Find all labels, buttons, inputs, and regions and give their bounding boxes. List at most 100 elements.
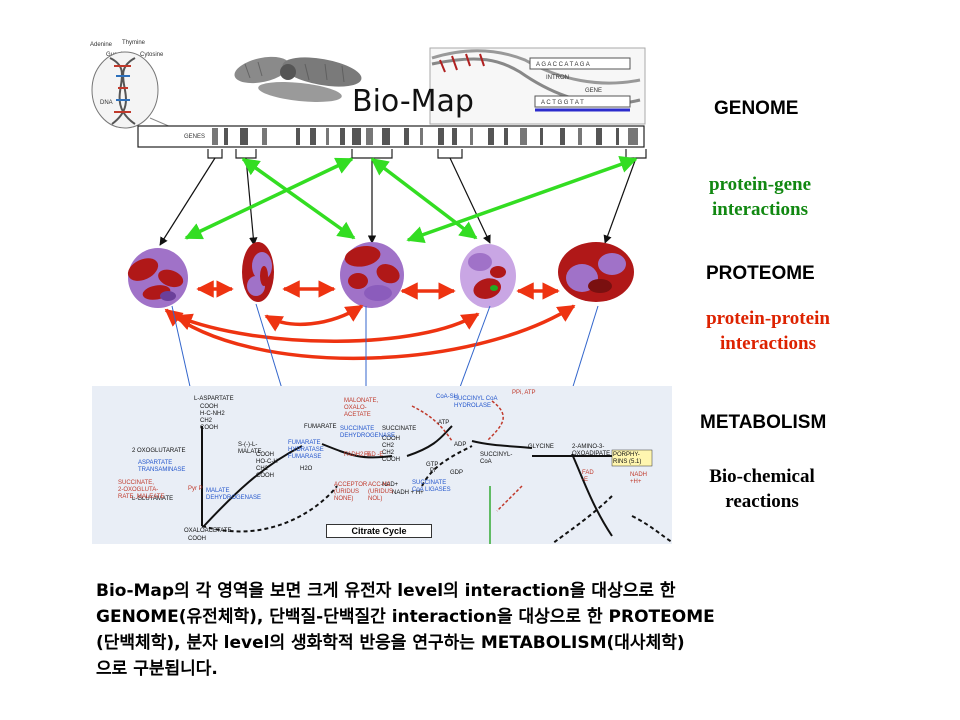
pathway-label-blue: CoA-SH — [436, 394, 459, 400]
genome-segment — [404, 128, 409, 145]
pathway-label-black: SUCCINATE — [382, 426, 417, 432]
genome-segment — [366, 128, 373, 145]
genome-segment — [262, 128, 267, 145]
pathway-label-black: OXALOACETATE — [184, 528, 232, 534]
genome-segment — [212, 128, 218, 145]
genome-segment — [596, 128, 602, 145]
genome-segment — [240, 128, 248, 145]
dna-base-label-1: Adenine — [90, 42, 113, 48]
biochemical-label: Bio-chemical reactions — [692, 464, 832, 514]
caption-line-3: (단백체학), 분자 level의 생화학적 반응을 연구하는 METABOLI… — [96, 633, 685, 653]
genes-label: GENES — [184, 134, 205, 140]
protein-protein-label: protein-protein interactions — [688, 306, 848, 356]
pathway-label-black: FUMARATE — [304, 424, 337, 430]
pathway-label-black: COOH H-C-NH2 CH2 COOH — [200, 404, 225, 431]
protein-protein-label-line-2: interactions — [719, 333, 817, 354]
pathway-label-red: Pyr P — [188, 486, 203, 492]
genome-segment — [352, 128, 361, 145]
metabolism-label: METABOLISM — [700, 412, 827, 433]
caption-line-2: GENOME(유전체학), 단백질-단백질간 interaction을 대상으로… — [96, 607, 715, 627]
genome-segment — [382, 128, 390, 145]
protein-3 — [340, 242, 404, 308]
pathway-label-black: ADP — [454, 442, 467, 448]
pathway-label-black: NAD+ — [382, 482, 399, 488]
genome-label: GENOME — [714, 98, 799, 119]
genome-segment — [296, 128, 300, 145]
genome-segment — [520, 128, 527, 145]
pathway-label-black: L-GLUTAMATE — [132, 496, 174, 502]
pathway-label-black: COOH — [188, 536, 206, 542]
protein-1 — [127, 248, 188, 308]
pathway-label-red: FAD -E — [582, 470, 594, 483]
pathway-label-black: GTP — [426, 462, 439, 468]
genome-segment — [452, 128, 457, 145]
porphyrins-label: PORPHY- RINS (5.1) — [613, 452, 642, 465]
pathway-label-black: SUCCINYL- CoA — [480, 452, 513, 465]
dna-helix-illustration: Adenine Thymine Guanine Cytosine DNA — [90, 40, 179, 131]
dna-label: DNA — [100, 100, 113, 106]
protein-gene-label: protein-gene interactions — [690, 172, 830, 222]
genome-segment — [540, 128, 543, 145]
citrate-cycle-label: Citrate Cycle — [326, 524, 432, 538]
protein-2 — [242, 242, 274, 302]
pathway-label-black: H2O — [300, 466, 313, 472]
pathway-label-black: GLYCINE — [528, 444, 554, 450]
genome-segment — [340, 128, 345, 145]
genome-segment — [560, 128, 565, 145]
protein-gene-interaction-arrows — [184, 156, 638, 243]
genome-segment — [578, 128, 582, 145]
pathway-label-blue: SUCCINATE CoA LIGASES — [412, 480, 451, 493]
genome-segment — [628, 128, 638, 145]
genome-segment — [616, 128, 619, 145]
protein-gene-label-line-1: protein-gene — [708, 174, 812, 195]
pathway-label-red: FADH2 -E — [344, 452, 372, 458]
protein-gene-label-line-2: interactions — [711, 199, 809, 220]
caption: Bio-Map의 각 영역을 보면 크게 유전자 level의 interact… — [96, 578, 886, 682]
pathway-label-red: SUCCINATE, 2-OXOGLUTA- RATE, MALEATE — [118, 480, 165, 500]
chromosome-illustration — [234, 56, 362, 102]
intron-label: INTRON — [546, 75, 569, 81]
pathway-label-red: FAD -E — [364, 452, 384, 458]
caption-line-4: 으로 구분됩니다. — [96, 659, 218, 679]
protein-4 — [460, 244, 516, 308]
pathway-label-black: Pi — [430, 468, 436, 474]
protein-5 — [558, 242, 634, 302]
pathway-label-black: GDP — [450, 470, 464, 476]
pathway-arrows — [201, 400, 672, 544]
bio-map-diagram: Adenine Thymine Guanine Cytosine DNA — [90, 40, 647, 520]
gene-brackets — [207, 149, 647, 159]
pathway-label-black: COOH CH2 CH2 COOH — [382, 436, 400, 463]
protein-protein-interaction-arrows — [164, 280, 576, 360]
genome-segment — [488, 128, 494, 145]
sequence-top: A G A C C A T A G A — [536, 62, 590, 68]
biochemical-label-line-2: reactions — [725, 491, 799, 512]
pathway-label-red: ACCEPTOR (URIDUS NONE) — [334, 482, 368, 502]
pathway-label-blue: SUCCINYL CoA HYDROLASE — [454, 396, 498, 409]
pathway-label-red: ACC-H2 (URIDUS NOL) — [368, 482, 393, 502]
genome-segment — [224, 128, 228, 145]
genome-segment — [420, 128, 423, 145]
pathway-label-blue: ASPARTATE TRANSAMINASE — [138, 460, 186, 473]
pathway-label-black: 2-AMINO-3- OXOADIPATE — [572, 444, 611, 457]
pathway-label-blue: FUMARATE HYDRATASE FUMARASE — [288, 440, 324, 460]
protein-protein-label-line-1: protein-protein — [706, 308, 830, 329]
gene-to-protein-arrows — [159, 157, 637, 246]
pathway-label-red: PPi, ATP — [512, 390, 536, 396]
pathway-label-black: S-(-)-L- MALATE — [238, 442, 262, 455]
proteome-label: PROTEOME — [706, 263, 815, 284]
genome-segment — [326, 128, 329, 145]
pathway-label-black: COOH HO-C-H CH2 COOH — [256, 452, 278, 479]
dna-base-label-4: Cytosine — [140, 52, 164, 58]
pathway-label-black: L-ASPARTATE — [194, 396, 234, 402]
biochemical-label-line-1: Bio-chemical — [709, 466, 815, 487]
gene-sequence-illustration: A G A C C A T A G A INTRON GENE A C T G … — [429, 47, 646, 125]
genome-segment — [310, 128, 316, 145]
genome-segment — [438, 128, 444, 145]
genome-segment — [470, 128, 473, 145]
pathway-label-blue: SUCCINATE DEHYDROGENASE — [340, 426, 396, 439]
pathway-label-black: NADH + H+ — [392, 490, 424, 496]
dna-base-label-2: Thymine — [122, 40, 146, 46]
caption-line-1: Bio-Map의 각 영역을 보면 크게 유전자 level의 interact… — [96, 581, 676, 601]
bio-map-title: Bio-Map — [352, 84, 474, 119]
